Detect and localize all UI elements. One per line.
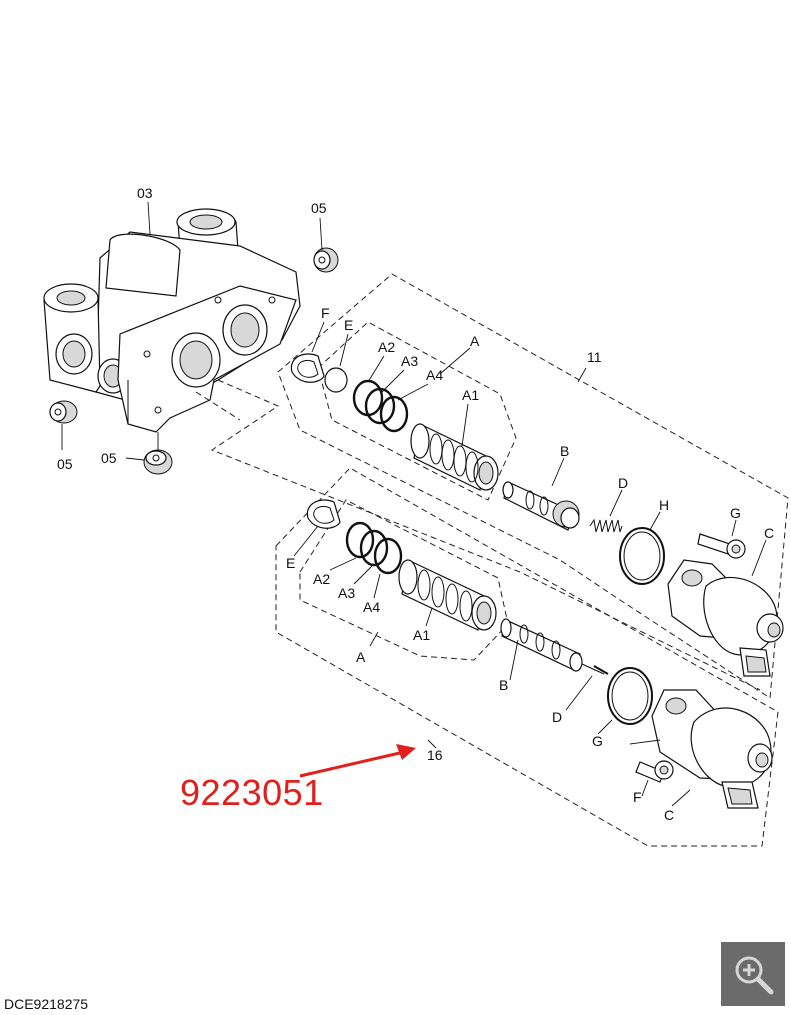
plug-top (313, 247, 339, 273)
label-upper-h: H (659, 497, 669, 513)
upper-spring-d (589, 518, 623, 533)
lower-pin-d (593, 665, 609, 675)
label-upper-b: B (560, 443, 569, 459)
label-upper-a4: A4 (426, 367, 443, 383)
assembly-16-a-outline (299, 499, 509, 661)
label-plug-left: 05 (57, 456, 73, 472)
plug-left (49, 400, 78, 424)
label-plug-bottom: 05 (101, 450, 117, 466)
label-upper-e: E (344, 317, 353, 333)
highlighted-part-number: 9223051 (180, 772, 324, 813)
label-lower-a2: A2 (313, 571, 330, 587)
drawing-id: DCE9218275 (4, 996, 89, 1012)
plug-bottom (143, 449, 173, 475)
lower-oring-a2 (345, 521, 375, 559)
leader-lines (61, 201, 767, 807)
upper-oring-h (619, 527, 665, 585)
label-assembly-16: 16 (427, 747, 443, 763)
lower-oring-a3 (359, 529, 389, 567)
label-upper-a1: A1 (462, 387, 479, 403)
label-upper-f: F (321, 305, 330, 321)
label-lower-e: E (286, 555, 295, 571)
lower-bolt-f (635, 760, 674, 783)
assembly-16-outline (275, 467, 779, 847)
lower-oring-a4 (373, 537, 403, 575)
label-upper-a3: A3 (401, 353, 418, 369)
upper-solenoid-c (667, 559, 784, 677)
axis-line-upper (210, 379, 761, 691)
assembly-11-outline (277, 273, 789, 699)
lower-solenoid-c (651, 689, 773, 809)
label-lower-f: F (633, 789, 642, 805)
label-lower-d: D (552, 709, 562, 725)
lower-sleeve-a1 (398, 559, 497, 631)
label-lower-a4: A4 (363, 599, 380, 615)
valve-housing (43, 208, 301, 433)
label-lower-a: A (356, 649, 366, 665)
label-lower-g: G (592, 733, 603, 749)
axis-line-lower (195, 391, 241, 421)
label-plug-top: 05 (311, 200, 327, 216)
zoom-in-icon (735, 956, 774, 995)
label-upper-c: C (764, 525, 774, 541)
label-housing: 03 (137, 185, 153, 201)
upper-spool-b (502, 481, 580, 531)
upper-seal-f (290, 353, 325, 383)
upper-sleeve-a1 (410, 423, 499, 491)
label-lower-a3: A3 (338, 585, 355, 601)
upper-oring-a3 (364, 387, 396, 425)
label-lower-b: B (499, 677, 508, 693)
label-lower-a1: A1 (413, 627, 430, 643)
label-upper-g: G (730, 505, 741, 521)
lower-spool-b (500, 618, 605, 675)
lower-seal-e (306, 499, 341, 529)
callout-labels: 03 05 05 05 11 16 F E A A2 A3 A4 A1 B D … (57, 185, 774, 823)
assembly-11-a-outline (317, 321, 517, 501)
label-lower-c: C (664, 807, 674, 823)
label-assembly-11: 11 (587, 349, 602, 365)
upper-bolt-g (697, 533, 746, 559)
zoom-button[interactable] (721, 942, 785, 1006)
highlight-arrow (299, 744, 416, 778)
upper-oring-a4 (379, 395, 409, 433)
upper-washer-e (324, 367, 348, 393)
label-upper-d: D (618, 475, 628, 491)
label-upper-a2: A2 (378, 339, 395, 355)
label-upper-a: A (470, 333, 480, 349)
lower-oring-g (607, 667, 653, 725)
